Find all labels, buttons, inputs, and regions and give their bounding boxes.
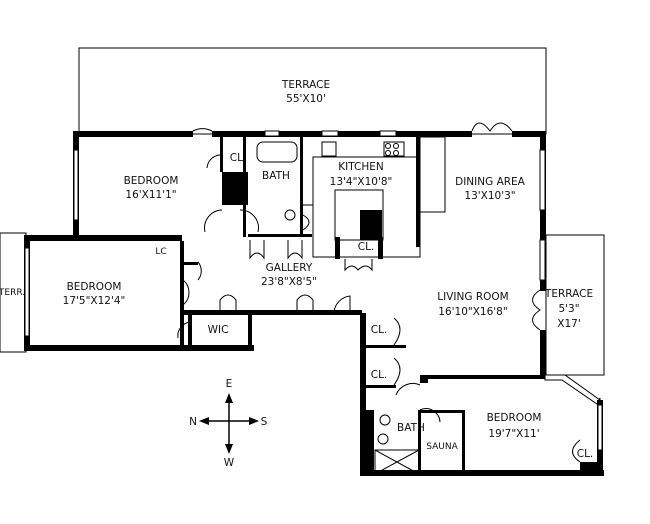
linen-closet-label: LC: [155, 247, 166, 257]
terrace-main-size: 55'X10': [286, 93, 326, 105]
toilet-icon: [284, 209, 296, 221]
bedroom-1-label: BEDROOM: [124, 175, 179, 187]
gallery-size: 23'8"X8'5": [261, 276, 317, 288]
bedroom-3-size: 19'7"X11': [488, 428, 539, 440]
sauna-label: SAUNA: [426, 442, 458, 452]
fixtures: [256, 141, 405, 445]
dining-label: DINING AREA: [455, 176, 526, 188]
stove-icon: [383, 141, 405, 157]
kitchen-size: 13'4"X10'8": [330, 176, 393, 188]
compass-north: N: [189, 416, 197, 428]
sink-icon: [321, 141, 337, 157]
terrace-side-size-b: X17': [557, 318, 580, 330]
closet-2-label: CL.: [371, 324, 388, 336]
terrace-main-outline: [78, 47, 547, 135]
bedroom-1-size: 16'X11'1": [125, 189, 176, 201]
windows: [24, 130, 603, 451]
kitchen-label: KITCHEN: [338, 161, 384, 173]
terrace-side-label: TERRACE: [544, 288, 593, 300]
terrace-main-label: TERRACE: [281, 79, 330, 91]
wic-label: WIC: [208, 324, 229, 336]
compass-west: W: [224, 457, 235, 469]
kitchen-closet-label: CL.: [358, 241, 375, 253]
closet-3-label: CL.: [371, 369, 388, 381]
bedroom-2-size: 17'5"X12'4": [63, 295, 126, 307]
toilet-icon: [379, 414, 391, 426]
living-room-size: 16'10"X16'8": [438, 306, 507, 318]
dining-size: 13'X10'3": [464, 190, 515, 202]
bedroom-3-label: BEDROOM: [487, 412, 542, 424]
bathtub-icon: [256, 141, 298, 163]
compass-east: E: [226, 378, 233, 390]
bath-1-label: BATH: [262, 170, 290, 182]
living-room-label: LIVING ROOM: [437, 291, 508, 303]
sink-icon: [377, 433, 389, 445]
closet-1-label: CL.: [230, 152, 247, 164]
compass-icon: E W N S: [189, 378, 268, 469]
terrace-side-outline: [545, 234, 605, 376]
terrace-side-size-a: 5'3": [558, 303, 579, 315]
gallery-label: GALLERY: [266, 262, 313, 274]
doors: [177, 122, 581, 463]
room-labels: TERRACE 55'X10' BEDROOM 16'X11'1" CL. BA…: [0, 79, 593, 460]
terrace-small-label: TERR.: [0, 288, 25, 298]
bedroom-2-label: BEDROOM: [67, 281, 122, 293]
closet-4-label: CL.: [577, 448, 594, 460]
compass-south: S: [261, 416, 268, 428]
bath-2-label: BATH: [397, 422, 425, 434]
